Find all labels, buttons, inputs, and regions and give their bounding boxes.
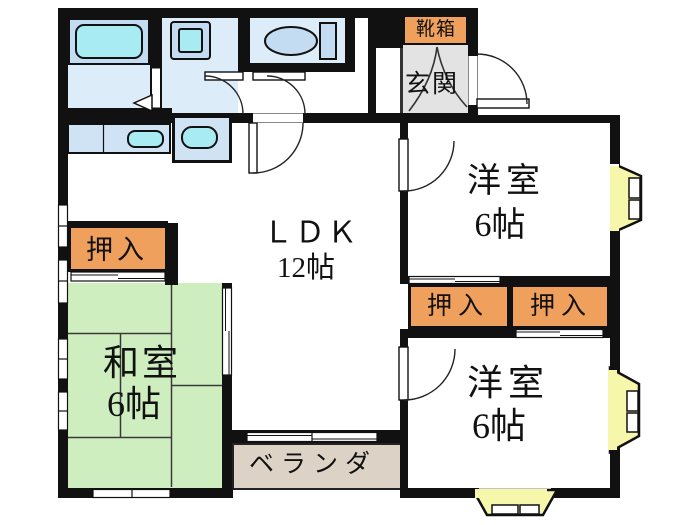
wall-bathroom-bottom: [58, 108, 172, 123]
wall-corridor-bottom: [162, 113, 478, 123]
ldk-label: ＬＤＫ: [263, 216, 359, 250]
wall-mid-rooms: [400, 276, 618, 284]
left-wall-windows: [57, 204, 69, 431]
wall-outer-left: [58, 8, 68, 498]
toilet-icon: [264, 22, 337, 60]
sliding-doors: [70, 271, 604, 376]
yoshitsu-top-label: 洋室: [467, 163, 545, 201]
washitsu-window: [92, 488, 171, 499]
veranda-floor: [232, 443, 402, 490]
wall-outer-bottom-right-b: [551, 488, 620, 498]
yoshitsu-bottom-label: 洋室: [466, 363, 550, 404]
shoe-box-label: 靴箱: [415, 19, 457, 41]
wall-washroom-toilet: [238, 18, 250, 68]
ldk-size-label: 12帖: [276, 251, 336, 284]
closet-mid-b-label: 押入: [529, 292, 593, 320]
kamachi-step-line: [400, 48, 403, 115]
yoshitsu-bottom-size-label: 6帖: [471, 406, 527, 447]
bay-window-bottom: [470, 488, 560, 517]
bay-window-top-right: [610, 161, 643, 235]
wall-oshiire-left-top: [68, 221, 168, 227]
tatami-lines: [68, 285, 222, 487]
bay-window-bottom-right: [608, 365, 641, 455]
wall-outer-bottom-right-a: [400, 488, 479, 498]
yoshitsu-top-size-label: 6帖: [474, 207, 526, 245]
shoe-box: [403, 15, 468, 45]
kitchen-counter-sink-icon: [127, 130, 164, 148]
wall-oshiire-bottom: [400, 329, 618, 338]
wall-oshiire-left-side: [165, 223, 178, 285]
wall-toilet-right: [345, 8, 355, 72]
bathtub-icon: [75, 24, 143, 59]
genkan-label: 玄関: [404, 70, 460, 98]
closet-mid-a-label: 押入: [426, 292, 490, 320]
closet-left-label: 押入: [86, 234, 148, 265]
genkan-step-mark: [408, 46, 468, 112]
veranda-window: [246, 431, 378, 443]
door-arcs: [204, 53, 530, 401]
wall-toproom-top: [478, 115, 620, 123]
wall-ldk-bottomroom: [400, 337, 408, 488]
kitchen-counter: [67, 123, 171, 154]
bathroom-door: [132, 67, 161, 113]
kitchen-sink-icon: [181, 126, 218, 149]
closet-mid-b: [510, 284, 610, 329]
wall-genkan-left-bar: [368, 48, 376, 123]
wall-outer-top: [58, 8, 478, 18]
wall-genkan-header-block: [368, 8, 403, 48]
wall-outer-right: [610, 115, 620, 498]
washitsu-size-label: 6帖: [106, 384, 162, 425]
veranda-label: ベランダ: [248, 450, 378, 478]
closet-left: [68, 225, 168, 272]
wall-ldk-toproom: [400, 123, 408, 284]
washing-machine-tub: [178, 28, 203, 53]
wall-washitsu-right: [222, 283, 232, 488]
closet-mid-a: [408, 284, 510, 329]
washitsu-label: 和室: [102, 343, 182, 384]
wall-toilet-bottom: [238, 63, 355, 72]
